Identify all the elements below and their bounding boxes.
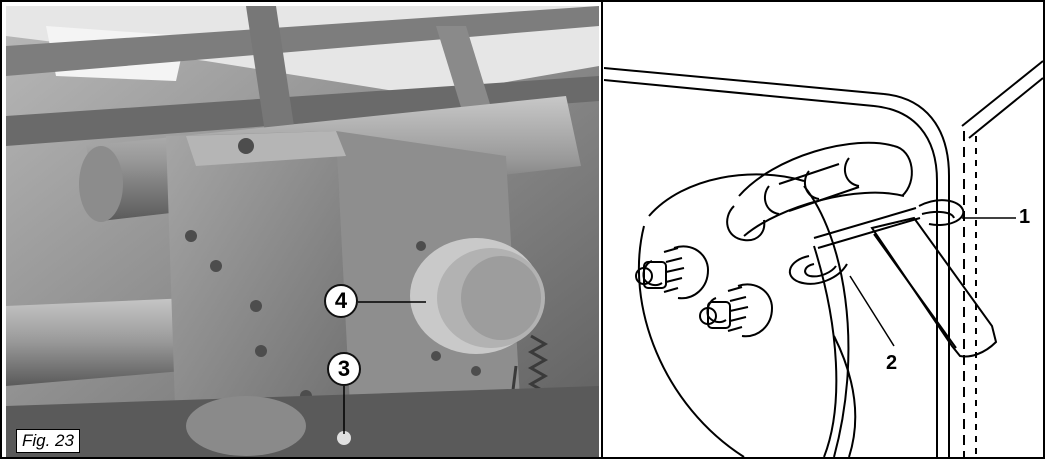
callout-3: 3 — [327, 352, 361, 386]
label-1: 1 — [1019, 206, 1031, 228]
line-drawing-illustration — [604, 60, 1043, 457]
machine-photo-illustration — [6, 6, 599, 457]
line-drawing: 1 2 — [604, 6, 1043, 457]
callout-4: 4 — [324, 284, 358, 318]
panel-divider — [601, 2, 603, 457]
label-2: 2 — [886, 352, 898, 374]
machine-photo: 4 3 Fig. 23 — [6, 6, 599, 457]
figure-caption: Fig. 23 — [16, 429, 80, 453]
